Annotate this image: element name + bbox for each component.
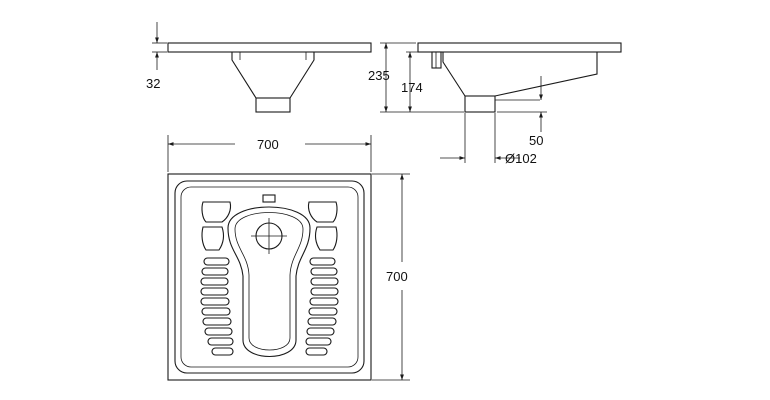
outlet-height-label: 174 <box>401 80 423 95</box>
front-view <box>417 42 622 113</box>
left-grip-ridges <box>200 257 234 356</box>
dimension-total-height: 235 <box>368 42 464 113</box>
dimension-depth: 700 <box>372 173 410 381</box>
dimension-outlet-height: 174 <box>401 51 430 112</box>
plan-view <box>167 173 372 381</box>
foot-pad <box>201 201 232 223</box>
basin <box>227 194 311 358</box>
foot-pad <box>201 226 224 251</box>
dimension-width: 700 <box>167 135 372 172</box>
plan-depth-label: 700 <box>386 269 408 284</box>
side-view <box>167 42 372 113</box>
dimension-outlet-drop: 50 <box>497 76 547 148</box>
plan-width-label: 700 <box>257 137 279 152</box>
flange-thickness-label: 32 <box>146 76 160 91</box>
foot-pad <box>307 201 338 223</box>
drain <box>251 218 287 254</box>
right-grip-ridges <box>305 257 339 356</box>
total-height-label: 235 <box>368 68 390 83</box>
dimension-outlet-diameter: Ø102 <box>440 113 537 166</box>
outlet-diameter-label: Ø102 <box>505 151 537 166</box>
outlet-drop-label: 50 <box>529 133 543 148</box>
dimension-flange-thickness: 32 <box>146 22 167 91</box>
foot-pad <box>315 226 338 251</box>
